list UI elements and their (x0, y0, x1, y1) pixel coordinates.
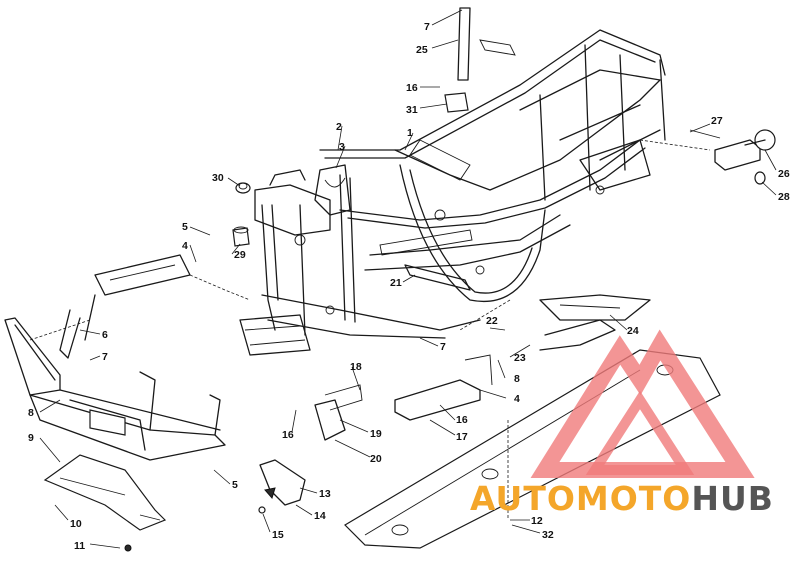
callout-4: 4 (182, 240, 188, 252)
callout-17: 17 (456, 431, 468, 443)
callout-23: 23 (514, 352, 526, 364)
crossmember-21 (404, 264, 471, 291)
callout-22: 22 (486, 315, 498, 327)
bracket-31 (444, 92, 469, 113)
watermark-triangle-logo (530, 329, 755, 478)
callout-14: 14 (314, 510, 326, 522)
callout-16-left: 16 (282, 429, 294, 441)
footrest-bracket-24 (539, 294, 651, 351)
callout-28: 28 (778, 191, 790, 203)
callout-7-front: 7 (102, 351, 108, 363)
front-bumper (4, 317, 226, 461)
seat-bracket (314, 164, 351, 216)
callout-32: 32 (542, 529, 554, 541)
callout-1: 1 (407, 127, 413, 139)
callout-4-rear: 4 (514, 393, 520, 405)
front-skid-plate (43, 454, 167, 552)
callout-13: 13 (319, 488, 331, 500)
hitch-assembly (689, 129, 776, 185)
callout-6: 6 (102, 329, 108, 341)
callout-8-rear: 8 (514, 373, 520, 385)
callout-5-lower: 5 (232, 479, 238, 491)
callout-21: 21 (390, 277, 402, 289)
callout-30: 30 (212, 172, 224, 184)
assembly-guide-lines (29, 139, 711, 520)
callout-18: 18 (350, 361, 362, 373)
callout-5: 5 (182, 221, 188, 233)
engine-mount-14 (258, 459, 306, 514)
callout-31: 31 (406, 104, 418, 116)
callout-12: 12 (531, 515, 543, 527)
callout-7-mid: 7 (440, 341, 446, 353)
callout-8-bumper: 8 (28, 407, 34, 419)
callout-2: 2 (336, 121, 342, 133)
callout-16: 16 (406, 82, 418, 94)
front-rack-support (59, 254, 191, 359)
callout-29: 29 (234, 249, 246, 261)
callout-27: 27 (711, 115, 723, 127)
callout-25: 25 (416, 44, 428, 56)
callout-labels: 7 25 16 31 1 2 3 30 29 5 4 6 7 8 9 10 11… (28, 21, 790, 552)
callout-3: 3 (339, 141, 345, 153)
watermark-text-automoto: AUTOMOTO (470, 479, 691, 518)
rear-rod-25 (457, 7, 516, 81)
rear-bracket-17 (394, 354, 493, 421)
callout-26: 26 (778, 168, 790, 180)
callout-19: 19 (370, 428, 382, 440)
bracket-19 (314, 384, 363, 441)
watermark-text: AUTOMOTOHUB (470, 479, 774, 518)
automotohub-watermark: AUTOMOTOHUB (470, 329, 774, 518)
callout-16-right: 16 (456, 414, 468, 426)
callout-24: 24 (627, 325, 639, 337)
callout-9: 9 (28, 432, 34, 444)
watermark-text-hub: HUB (691, 479, 774, 518)
callout-11: 11 (74, 540, 85, 552)
callout-15: 15 (272, 529, 284, 541)
callout-10: 10 (70, 518, 82, 530)
callout-7: 7 (424, 21, 430, 33)
leader-lines (39, 9, 777, 549)
main-frame (239, 29, 666, 356)
callout-20: 20 (370, 453, 382, 465)
bushing-29 (232, 226, 250, 247)
